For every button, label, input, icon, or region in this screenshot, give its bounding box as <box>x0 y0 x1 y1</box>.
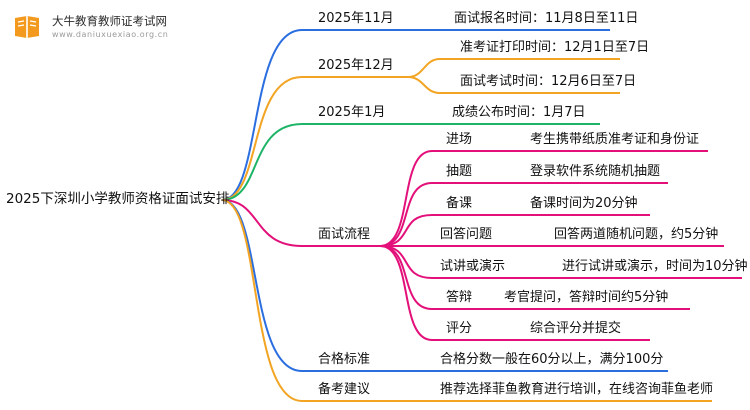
link-root-flow <box>221 199 303 247</box>
flow-step-name: 备课 <box>446 196 473 211</box>
flow-step-desc: 回答两道随机问题，约5分钟 <box>554 227 719 242</box>
link-dec-item-2 <box>407 76 620 94</box>
link-flow-step-7 <box>379 245 650 341</box>
branch-flow-label: 面试流程 <box>318 227 371 242</box>
book-logo-icon <box>15 16 39 38</box>
flow-step-name: 评分 <box>446 321 473 336</box>
link-root-prep <box>221 199 303 402</box>
link-flow-step-1 <box>379 150 708 247</box>
branch-pass-label: 合格标准 <box>318 352 371 367</box>
dec-item-1: 准考证打印时间：12月1日至7日 <box>460 40 650 55</box>
link-flow-step-2 <box>379 182 668 247</box>
flow-step-name: 回答问题 <box>440 227 493 242</box>
nov-item: 面试报名时间：11月8日至11日 <box>454 11 639 26</box>
logo-url: www.daniuxuexiao.org.cn <box>52 30 169 39</box>
link-dec-item-1 <box>407 58 620 78</box>
dec-item-2: 面试考试时间：12月6日至7日 <box>460 74 637 89</box>
root-topic: 2025下深圳小学教师资格证面试安排 <box>6 191 230 207</box>
branch-dec-label: 2025年12月 <box>318 58 394 73</box>
logo-title: 大牛教育教师证考试网 <box>52 14 167 28</box>
link-flow-step-5 <box>379 245 742 279</box>
branch-jan-label: 2025年1月 <box>318 105 386 120</box>
flow-step-name: 抽题 <box>446 164 473 179</box>
flow-step-desc: 登录软件系统随机抽题 <box>530 164 661 179</box>
flow-step-desc: 进行试讲或演示，时间为10分钟 <box>562 259 748 274</box>
branch-prep-label: 备考建议 <box>318 382 371 397</box>
flow-step-name: 进场 <box>446 132 473 147</box>
link-flow-step-3 <box>379 214 650 247</box>
branch-nov-label: 2025年11月 <box>318 11 394 26</box>
flow-step-desc: 备课时间为20分钟 <box>530 196 638 211</box>
link-root-nov <box>221 29 303 201</box>
prep-item: 推荐选择菲鱼教育进行培训，在线咨询菲鱼老师 <box>440 382 714 397</box>
link-root-pass <box>221 199 303 372</box>
flow-step-desc: 综合评分并提交 <box>530 321 622 336</box>
flow-step-name: 答辩 <box>446 290 473 305</box>
site-logo: 大牛教育教师证考试网 www.daniuxuexiao.org.cn <box>6 6 226 46</box>
jan-item: 成绩公布时间：1月7日 <box>452 105 586 120</box>
link-root-dec <box>221 76 303 201</box>
flow-step-desc: 考官提问，答辩时间约5分钟 <box>504 290 669 305</box>
pass-item: 合格分数一般在60分以上，满分100分 <box>440 352 664 367</box>
link-root-jan <box>221 123 303 201</box>
flow-step-name: 试讲或演示 <box>440 259 506 274</box>
flow-step-desc: 考生携带纸质准考证和身份证 <box>530 132 700 147</box>
